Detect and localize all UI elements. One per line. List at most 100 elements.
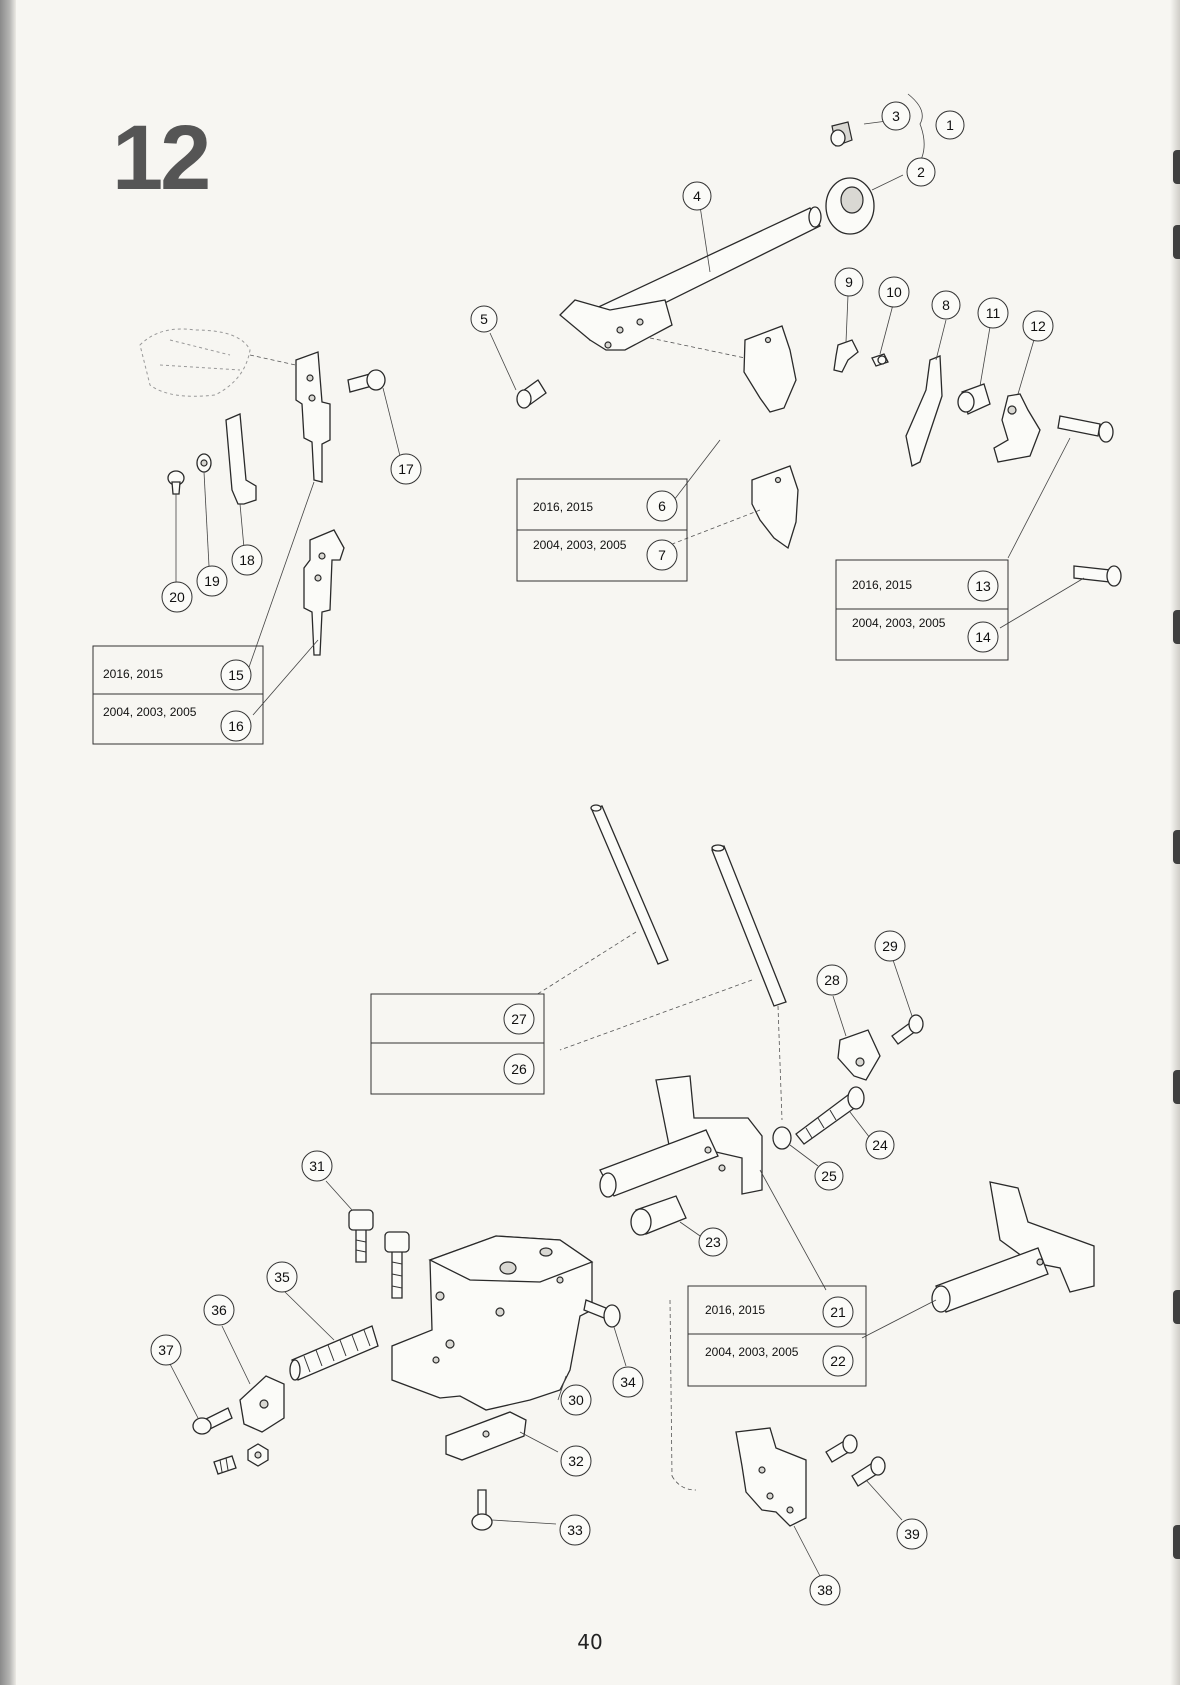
svg-text:11: 11 [986, 305, 1001, 321]
part-16-feed-dog-lower [304, 530, 344, 655]
callout-15: 15 [221, 660, 251, 690]
callout-32: 32 [561, 1446, 591, 1476]
svg-text:15: 15 [228, 667, 244, 683]
svg-text:2004, 2003, 2005: 2004, 2003, 2005 [852, 616, 946, 630]
part-34-screw [584, 1300, 620, 1327]
variant-box-15-16: 2016, 2015 2004, 2003, 2005 15 16 [93, 646, 263, 744]
callout-36: 36 [204, 1295, 234, 1325]
svg-text:7: 7 [658, 547, 666, 563]
callout-19: 19 [197, 566, 227, 596]
callout-22: 22 [823, 1346, 853, 1376]
svg-text:21: 21 [830, 1304, 846, 1320]
part-38-bracket [736, 1428, 806, 1526]
part-7-bracket [752, 466, 798, 548]
part-24-screw [796, 1087, 864, 1144]
part-12-crank [994, 394, 1040, 462]
part-2-collar [826, 178, 874, 234]
callout-16: 16 [221, 711, 251, 741]
part-25-washer [773, 1127, 791, 1149]
svg-text:32: 32 [568, 1453, 584, 1469]
callout-28: 28 [817, 965, 847, 995]
svg-text:9: 9 [845, 274, 853, 290]
svg-text:29: 29 [882, 938, 898, 954]
svg-text:20: 20 [169, 589, 185, 605]
svg-text:25: 25 [821, 1168, 837, 1184]
callout-24: 24 [866, 1131, 894, 1159]
part-6-bracket [744, 326, 796, 412]
svg-text:2016, 2015: 2016, 2015 [852, 578, 912, 592]
svg-text:36: 36 [211, 1302, 227, 1318]
svg-text:31: 31 [309, 1158, 325, 1174]
svg-text:17: 17 [398, 461, 414, 477]
callout-27: 27 [504, 1004, 534, 1034]
svg-text:12: 12 [1030, 318, 1046, 334]
svg-text:35: 35 [274, 1269, 290, 1285]
callout-31: 31 [302, 1151, 332, 1181]
part-11-bushing [958, 384, 990, 414]
svg-text:8: 8 [942, 297, 950, 313]
svg-text:2004, 2003, 2005: 2004, 2003, 2005 [533, 538, 627, 552]
part-5-pin [517, 380, 546, 408]
part-35-spring [290, 1326, 378, 1380]
callout-5: 5 [471, 306, 497, 332]
part-39-screws [826, 1435, 885, 1486]
part-15-feed-dog-upper [296, 352, 330, 482]
part-9-lever [834, 340, 858, 372]
svg-text:23: 23 [705, 1234, 721, 1250]
callout-26: 26 [504, 1054, 534, 1084]
callout-21: 21 [823, 1297, 853, 1327]
svg-text:3: 3 [892, 108, 900, 124]
variant-box-21-22: 2016, 2015 2004, 2003, 2005 21 22 [688, 1286, 866, 1386]
part-13-screw [1058, 416, 1113, 442]
svg-text:22: 22 [830, 1353, 846, 1369]
callout-1: 1 [936, 111, 964, 139]
part-30-base-block [392, 1236, 592, 1410]
callout-34: 34 [613, 1367, 643, 1397]
svg-text:2016, 2015: 2016, 2015 [705, 1303, 765, 1317]
callout-35: 35 [267, 1262, 297, 1292]
part-21-bracket [600, 1076, 762, 1197]
part-28-block [838, 1030, 880, 1080]
part-19-washer [197, 454, 211, 472]
variant-box-6-7: 2016, 2015 2004, 2003, 2005 6 7 [517, 479, 687, 581]
svg-text:16: 16 [228, 718, 244, 734]
callout-17: 17 [391, 454, 421, 484]
callout-25: 25 [815, 1162, 843, 1190]
svg-text:13: 13 [975, 578, 991, 594]
part-32-plate [446, 1412, 526, 1460]
callout-10: 10 [879, 277, 909, 307]
svg-text:19: 19 [204, 573, 220, 589]
callout-20: 20 [162, 582, 192, 612]
svg-text:10: 10 [886, 284, 902, 300]
callout-3: 3 [882, 102, 910, 130]
part-8-blade [906, 356, 942, 466]
svg-text:1: 1 [946, 117, 954, 133]
page-number: 40 [0, 1630, 1180, 1654]
callout-13: 13 [968, 571, 998, 601]
part-26-rod [712, 845, 786, 1006]
callout-11: 11 [978, 298, 1008, 328]
variant-box-13-14: 2016, 2015 2004, 2003, 2005 13 14 [836, 560, 1008, 660]
callout-29: 29 [875, 931, 905, 961]
svg-text:27: 27 [511, 1011, 527, 1027]
callout-33: 33 [560, 1515, 590, 1545]
svg-text:26: 26 [511, 1061, 527, 1077]
svg-text:39: 39 [904, 1526, 920, 1542]
variant-box-27-26: 27 26 [371, 994, 544, 1094]
svg-text:38: 38 [817, 1582, 833, 1598]
part-10-screw [872, 354, 888, 366]
part-20-screw [168, 471, 184, 494]
callout-18: 18 [232, 545, 262, 575]
svg-text:18: 18 [239, 552, 255, 568]
part-14-screw [1074, 566, 1121, 586]
callout-38: 38 [810, 1575, 840, 1605]
callout-30: 30 [561, 1385, 591, 1415]
part-23-pin [631, 1196, 686, 1235]
svg-text:24: 24 [872, 1137, 888, 1153]
callout-6: 6 [647, 491, 677, 521]
callout-14: 14 [968, 622, 998, 652]
svg-text:34: 34 [620, 1374, 636, 1390]
callout-23: 23 [699, 1228, 727, 1256]
callout-4: 4 [683, 182, 711, 210]
